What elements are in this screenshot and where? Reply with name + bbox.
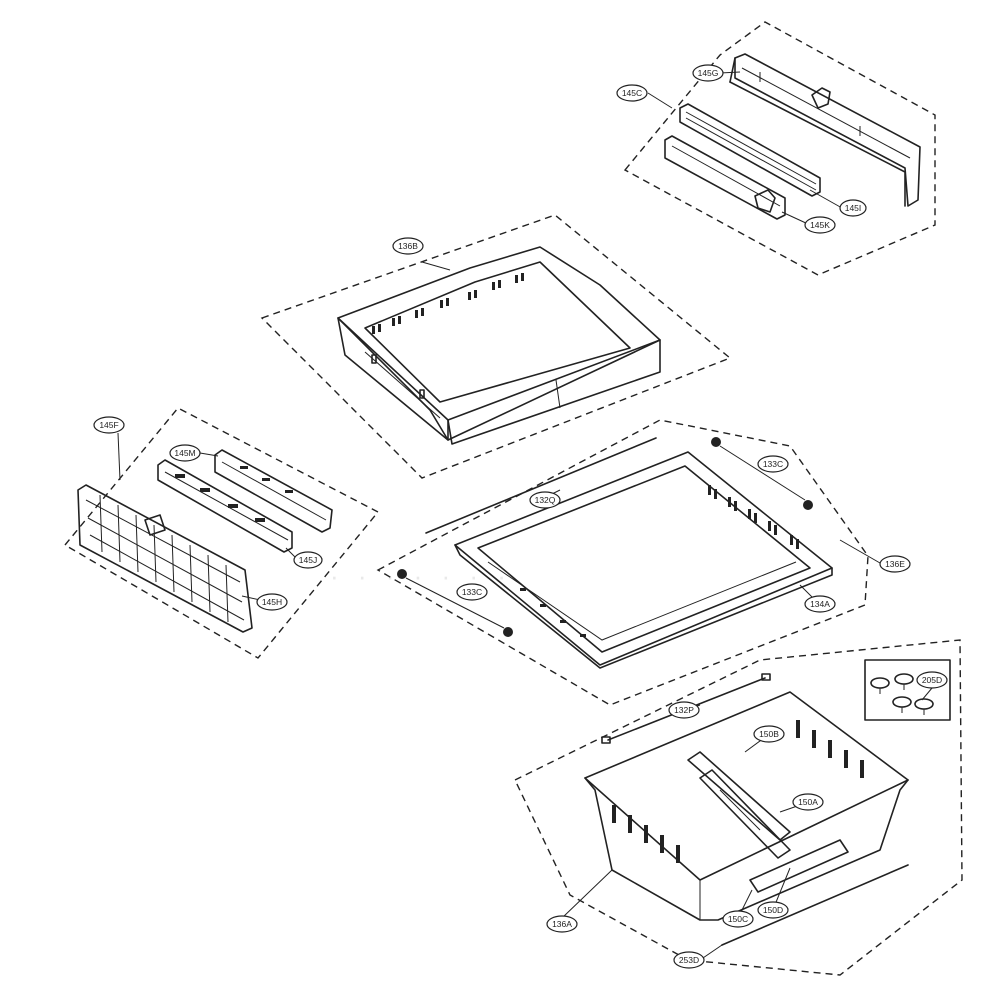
group-136e-tray	[376, 419, 881, 706]
callout-145k: 145K	[804, 216, 836, 234]
caps-205d	[864, 659, 951, 721]
tray-134a-vents	[520, 485, 799, 637]
rail-145i	[679, 103, 821, 197]
callout-132p: 132P	[668, 701, 700, 719]
callout-145h: 145H	[256, 593, 288, 611]
svg-text:134A: 134A	[810, 599, 830, 609]
callout-labels: 145C 145G 145I 145K 136B 145F 145M 145J …	[93, 64, 948, 969]
rod-253d	[721, 864, 909, 946]
svg-text:150B: 150B	[759, 729, 779, 739]
svg-text:136E: 136E	[885, 559, 905, 569]
callout-253d: 253D	[673, 951, 705, 969]
rail-145k	[664, 135, 786, 220]
screw-133c-d	[503, 627, 513, 637]
callout-145m: 145M	[169, 444, 201, 462]
screw-133c-c	[397, 569, 407, 579]
callout-145j: 145J	[293, 551, 323, 569]
callout-133c-bottom: 133C	[456, 583, 488, 601]
svg-text:205D: 205D	[922, 675, 942, 685]
svg-text:145F: 145F	[99, 420, 118, 430]
callout-145g: 145G	[692, 64, 724, 82]
rod-132q	[425, 437, 657, 534]
svg-text:133C: 133C	[763, 459, 783, 469]
group-136a-bin	[514, 639, 963, 976]
callout-145f: 145F	[93, 416, 125, 434]
callout-145c: 145C	[616, 84, 648, 102]
group-145c-rails	[623, 21, 936, 276]
svg-text:132Q: 132Q	[535, 495, 556, 505]
rail-145j	[157, 459, 293, 553]
callout-150b: 150B	[753, 725, 785, 743]
bin-vents	[612, 720, 864, 863]
group-136b-drawer	[260, 214, 732, 479]
callout-150c: 150C	[722, 910, 754, 928]
svg-text:145C: 145C	[622, 88, 642, 98]
svg-text:145M: 145M	[174, 448, 195, 458]
screw-133c-b	[803, 500, 813, 510]
callout-132q: 132Q	[529, 491, 561, 509]
callout-136e: 136E	[879, 555, 911, 573]
callout-136a: 136A	[546, 915, 578, 933]
svg-text:145H: 145H	[262, 597, 282, 607]
callout-133c-top: 133C	[757, 455, 789, 473]
watermark: · · · · · · ·	[330, 561, 512, 591]
grille-145h	[77, 484, 253, 633]
group-145f-rails	[63, 407, 380, 659]
svg-text:145I: 145I	[845, 203, 862, 213]
callout-150a: 150A	[792, 793, 824, 811]
handle-150c	[749, 839, 849, 893]
callout-145i: 145I	[839, 199, 867, 217]
callout-134a: 134A	[804, 595, 836, 613]
svg-text:253D: 253D	[679, 955, 699, 965]
svg-text:133C: 133C	[462, 587, 482, 597]
rail-145m	[214, 449, 333, 533]
svg-text:145J: 145J	[299, 555, 317, 565]
svg-text:150D: 150D	[763, 905, 783, 915]
drawer-136b-vents	[372, 273, 524, 334]
rail-145g	[729, 53, 921, 207]
callout-150d: 150D	[757, 901, 789, 919]
svg-text:145K: 145K	[810, 220, 830, 230]
svg-text:136A: 136A	[552, 919, 572, 929]
screw-133c-a	[711, 437, 721, 447]
callout-205d: 205D	[916, 671, 948, 689]
svg-text:150C: 150C	[728, 914, 748, 924]
callout-136b: 136B	[392, 237, 424, 255]
svg-text:145G: 145G	[698, 68, 719, 78]
divider-150a	[687, 751, 791, 841]
svg-text:150A: 150A	[798, 797, 818, 807]
svg-text:132P: 132P	[674, 705, 694, 715]
svg-text:136B: 136B	[398, 241, 418, 251]
